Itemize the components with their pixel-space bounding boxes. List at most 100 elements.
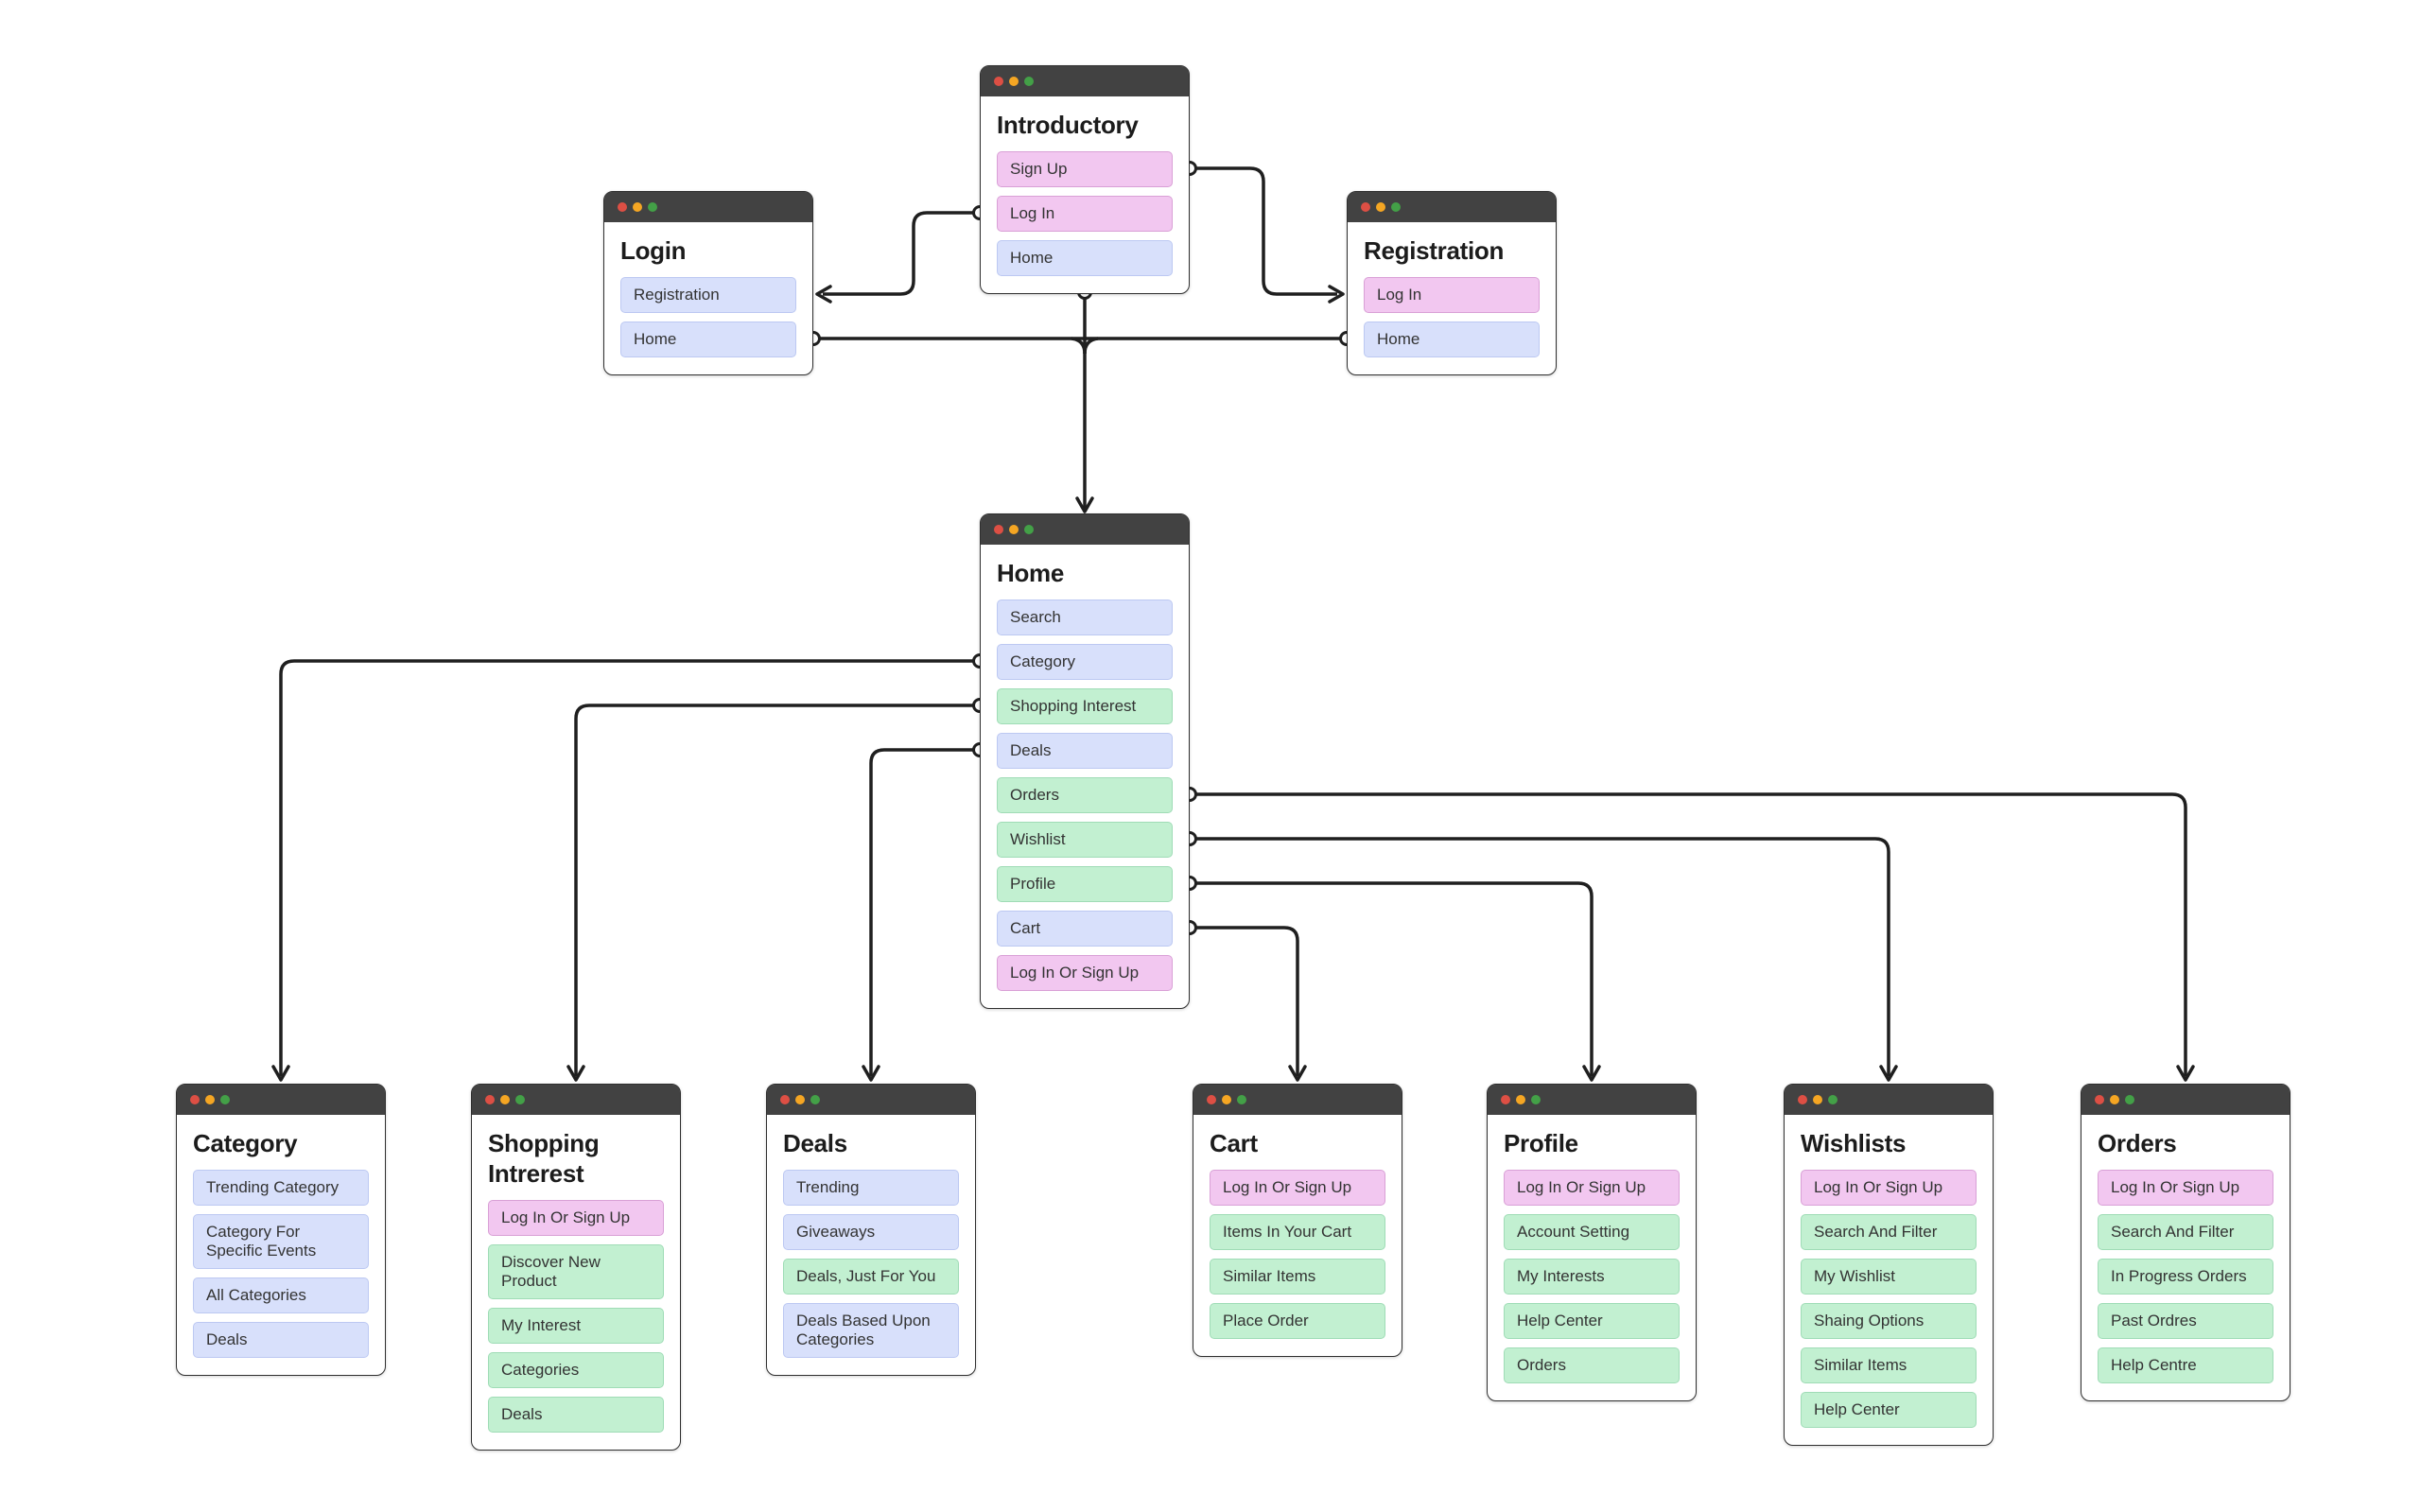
window-shopping-interest[interactable]: Shopping Intrerest Log In Or Sign Up Dis… [471,1084,681,1451]
connector-home-to-orders [1182,787,2195,1082]
maximize-dot-icon [648,202,657,212]
window-title: Orders [2098,1129,2177,1157]
node-log-in-or-sign-up[interactable]: Log In Or Sign Up [488,1200,664,1236]
node-my-interest[interactable]: My Interest [488,1308,664,1344]
window-titlebar [1193,1085,1402,1115]
arrowhead-down-icon [862,1065,880,1082]
node-orders[interactable]: Orders [997,777,1173,813]
window-category[interactable]: Category Trending Category Category For … [176,1084,386,1376]
window-introductory[interactable]: Introductory Sign Up Log In Home [980,65,1190,294]
node-past-ordres[interactable]: Past Ordres [2098,1303,2273,1339]
window-cart[interactable]: Cart Log In Or Sign Up Items In Your Car… [1193,1084,1402,1357]
close-dot-icon [485,1095,495,1104]
node-category-for-specific-events[interactable]: Category For Specific Events [193,1214,369,1269]
window-registration[interactable]: Registration Log In Home [1347,191,1557,375]
node-shopping-interest[interactable]: Shopping Interest [997,688,1173,724]
close-dot-icon [1501,1095,1510,1104]
connector-home-to-wishlists [1182,831,1898,1082]
node-home[interactable]: Home [1364,322,1540,357]
node-registration[interactable]: Registration [620,277,796,313]
maximize-dot-icon [1391,202,1401,212]
node-log-in-or-sign-up[interactable]: Log In Or Sign Up [1210,1170,1385,1206]
minimize-dot-icon [500,1095,510,1104]
close-dot-icon [1361,202,1370,212]
minimize-dot-icon [205,1095,215,1104]
window-title: Registration [1364,236,1505,265]
node-search-and-filter[interactable]: Search And Filter [1801,1214,1977,1250]
node-log-in[interactable]: Log In [1364,277,1540,313]
node-help-centre[interactable]: Help Centre [2098,1347,2273,1383]
connector-login-to-login-window [815,205,987,304]
node-help-center[interactable]: Help Center [1801,1392,1977,1428]
node-categories[interactable]: Categories [488,1352,664,1388]
window-titlebar [177,1085,385,1115]
node-all-categories[interactable]: All Categories [193,1277,369,1313]
maximize-dot-icon [1024,525,1034,534]
minimize-dot-icon [1376,202,1385,212]
node-log-in-or-sign-up[interactable]: Log In Or Sign Up [1504,1170,1680,1206]
connector-home-to-shopping-interest [566,698,987,1082]
connector-home-to-category [271,653,987,1082]
node-home[interactable]: Home [620,322,796,357]
node-my-wishlist[interactable]: My Wishlist [1801,1259,1977,1295]
node-search-and-filter[interactable]: Search And Filter [2098,1214,2273,1250]
node-my-interests[interactable]: My Interests [1504,1259,1680,1295]
node-deals[interactable]: Deals [488,1397,664,1433]
node-profile[interactable]: Profile [997,866,1173,902]
node-trending-category[interactable]: Trending Category [193,1170,369,1206]
close-dot-icon [994,525,1003,534]
node-items-in-your-cart[interactable]: Items In Your Cart [1210,1214,1385,1250]
window-titlebar [1785,1085,1993,1115]
node-category[interactable]: Category [997,644,1173,680]
node-trending[interactable]: Trending [783,1170,959,1206]
node-place-order[interactable]: Place Order [1210,1303,1385,1339]
window-profile[interactable]: Profile Log In Or Sign Up Account Settin… [1487,1084,1697,1401]
node-shaing-options[interactable]: Shaing Options [1801,1303,1977,1339]
close-dot-icon [2095,1095,2104,1104]
node-log-in-or-sign-up[interactable]: Log In Or Sign Up [997,955,1173,991]
maximize-dot-icon [1828,1095,1838,1104]
window-orders[interactable]: Orders Log In Or Sign Up Search And Filt… [2081,1084,2290,1401]
minimize-dot-icon [633,202,642,212]
node-in-progress-orders[interactable]: In Progress Orders [2098,1259,2273,1295]
node-help-center[interactable]: Help Center [1504,1303,1680,1339]
node-deals[interactable]: Deals [997,733,1173,769]
minimize-dot-icon [1516,1095,1525,1104]
node-log-in-or-sign-up[interactable]: Log In Or Sign Up [1801,1170,1977,1206]
node-giveaways[interactable]: Giveaways [783,1214,959,1250]
window-titlebar [1348,192,1556,222]
window-wishlists[interactable]: Wishlists Log In Or Sign Up Search And F… [1784,1084,1994,1446]
node-search[interactable]: Search [997,600,1173,635]
minimize-dot-icon [1009,77,1019,86]
window-login[interactable]: Login Registration Home [603,191,813,375]
node-account-setting[interactable]: Account Setting [1504,1214,1680,1250]
node-deals[interactable]: Deals [193,1322,369,1358]
connector-home-buttons-to-home-window [806,285,1354,513]
arrowhead-down-icon [271,1065,290,1082]
maximize-dot-icon [1237,1095,1246,1104]
window-titlebar [981,514,1189,545]
maximize-dot-icon [2125,1095,2134,1104]
node-log-in[interactable]: Log In [997,196,1173,232]
node-orders[interactable]: Orders [1504,1347,1680,1383]
node-deals-just-for-you[interactable]: Deals, Just For You [783,1259,959,1295]
node-similar-items[interactable]: Similar Items [1210,1259,1385,1295]
window-titlebar [767,1085,975,1115]
window-home[interactable]: Home Search Category Shopping Interest D… [980,513,1190,1009]
arrowhead-down-icon [1288,1065,1307,1082]
node-wishlist[interactable]: Wishlist [997,822,1173,858]
node-cart[interactable]: Cart [997,911,1173,947]
node-discover-new-product[interactable]: Discover New Product [488,1244,664,1299]
node-log-in-or-sign-up[interactable]: Log In Or Sign Up [2098,1170,2273,1206]
window-deals[interactable]: Deals Trending Giveaways Deals, Just For… [766,1084,976,1376]
minimize-dot-icon [2110,1095,2119,1104]
connector-home-to-deals [862,742,987,1082]
node-home[interactable]: Home [997,240,1173,276]
window-titlebar [472,1085,680,1115]
maximize-dot-icon [515,1095,525,1104]
node-deals-based-upon-categories[interactable]: Deals Based Upon Categories [783,1303,959,1358]
node-similar-items[interactable]: Similar Items [1801,1347,1977,1383]
node-sign-up[interactable]: Sign Up [997,151,1173,187]
